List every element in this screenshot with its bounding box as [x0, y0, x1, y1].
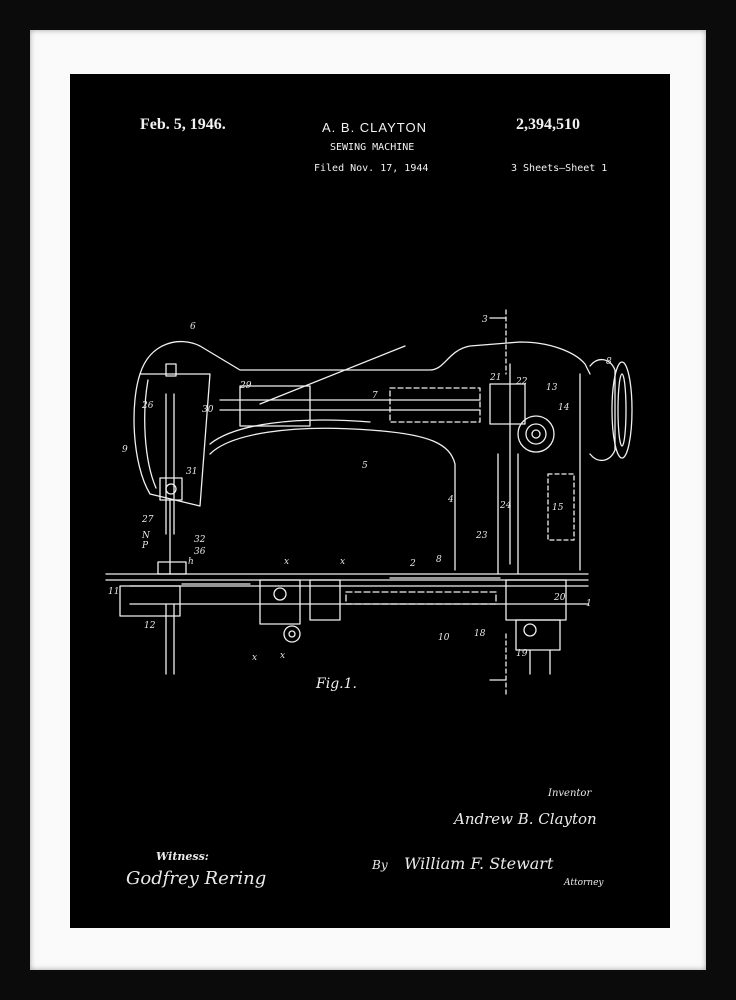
part-number-label: x: [252, 653, 257, 663]
witness-caption: Witness:: [156, 850, 209, 863]
part-number-label: 11: [108, 587, 119, 597]
part-number-label: 26: [141, 401, 154, 411]
part-number-label: 31: [186, 467, 197, 477]
part-number-label: 27: [141, 515, 154, 525]
patent-inventor-header: A. B. CLAYTON: [322, 120, 427, 135]
part-number-label: 32: [194, 535, 206, 545]
part-number-label: 18: [474, 629, 486, 639]
sewing-machine-drawing: 6 29 26 30 9 7 5 4 3 21 22 13 14 8 15 23…: [70, 74, 670, 928]
part-number-label: 36: [194, 547, 206, 557]
part-number-label: 7: [372, 391, 378, 401]
attorney-caption: Attorney: [564, 878, 604, 888]
patent-number: 2,394,510: [516, 116, 580, 133]
part-number-label: x: [280, 651, 285, 661]
part-number-label: 8: [436, 555, 442, 565]
part-number-label: 15: [552, 503, 564, 513]
part-number-label: 22: [515, 377, 528, 387]
figure-label: Fig.1.: [315, 676, 357, 692]
part-number-label: 21: [489, 373, 501, 383]
patent-title: SEWING MACHINE: [330, 142, 415, 153]
part-number-label: 20: [553, 593, 566, 603]
part-number-label: 12: [144, 621, 156, 631]
part-number-label: 19: [516, 649, 528, 659]
part-number-label: 6: [190, 322, 196, 332]
part-number-label: N: [141, 531, 151, 541]
part-number-label: 13: [546, 383, 558, 393]
inventor-caption: Inventor: [548, 788, 592, 799]
part-number-label: 30: [202, 405, 214, 415]
part-number-label: 2: [409, 559, 416, 569]
part-number-label: 5: [362, 461, 368, 471]
part-number-label: 4: [447, 495, 454, 505]
part-number-label: 1: [586, 599, 592, 609]
part-number-label: 14: [558, 403, 570, 413]
part-number-label: 29: [239, 381, 252, 391]
part-number-label: h: [188, 557, 194, 567]
patent-print: Feb. 5, 1946. A. B. CLAYTON 2,394,510 SE…: [70, 74, 670, 928]
part-number-label: P: [141, 541, 149, 551]
attorney-name: William F. Stewart: [404, 854, 554, 873]
by-prefix: By: [372, 858, 388, 872]
part-number-label: 9: [122, 445, 128, 455]
patent-filed-date: Filed Nov. 17, 1944: [314, 163, 429, 174]
part-number-label: x: [284, 557, 289, 567]
part-number-label: 3: [482, 315, 488, 325]
witness-name: Godfrey Rering: [126, 868, 267, 889]
patent-date: Feb. 5, 1946.: [140, 116, 226, 133]
part-number-label: 24: [499, 501, 512, 511]
part-number-label: 10: [438, 633, 450, 643]
patent-sheets: 3 Sheets—Sheet 1: [511, 163, 608, 174]
inventor-name: Andrew B. Clayton: [454, 810, 597, 828]
part-number-label: 8: [606, 357, 612, 367]
part-number-label: x: [340, 557, 345, 567]
part-number-label: 23: [475, 531, 488, 541]
